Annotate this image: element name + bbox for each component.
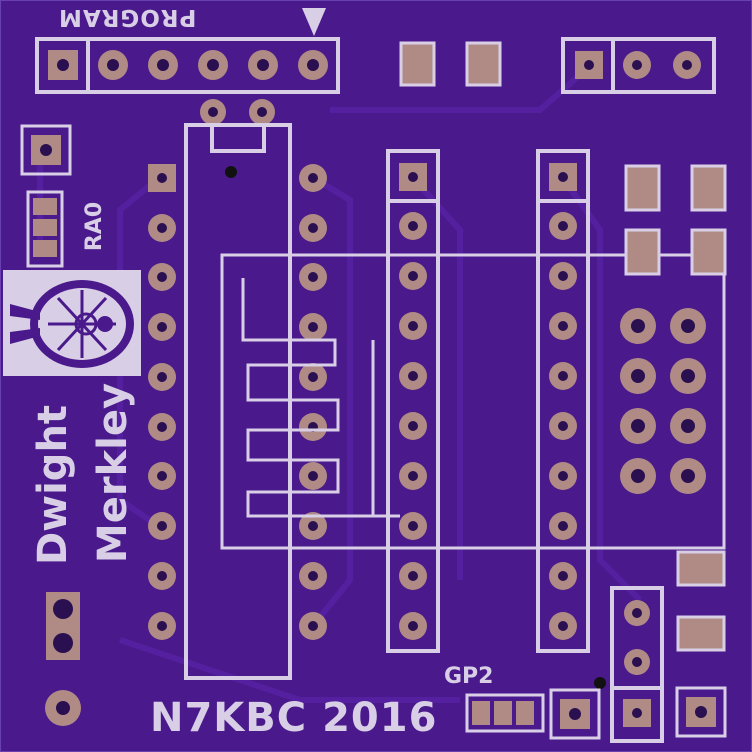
smd-pad-top-2 <box>465 41 502 87</box>
ic-notch <box>210 123 266 153</box>
bottom-single-pin-outline-2 <box>675 686 727 738</box>
marker-dot <box>594 677 606 689</box>
smd-pad-top-1 <box>399 41 436 87</box>
ic-right-pins <box>299 164 327 640</box>
program-header-outline <box>35 37 340 94</box>
header-column-2-pins <box>549 163 577 640</box>
smd-pads-right <box>624 164 727 276</box>
author-last-name: Merkley <box>90 382 137 564</box>
large-pads-grid <box>620 308 706 494</box>
copper-traces <box>37 63 643 703</box>
ra0-label: RA0 <box>82 201 108 252</box>
program-pin-1-hole <box>57 59 69 71</box>
smd-pad-lower-right-2 <box>676 615 726 652</box>
header-column-1-pins <box>399 163 427 640</box>
header-column-1-outline <box>386 149 440 653</box>
author-first-name: Dwight <box>30 404 77 566</box>
single-pin-outline <box>20 124 72 176</box>
gp2-jumper-outline <box>465 693 545 733</box>
bottom-single-pin-outline-1 <box>549 688 601 740</box>
smd-pad-lower-right-1 <box>676 550 726 587</box>
antenna-trace <box>241 278 400 518</box>
header-column-2-outline <box>536 149 590 653</box>
gp2-label: GP2 <box>444 664 494 689</box>
top-right-header-outline <box>561 37 716 94</box>
ic-pin1-dot <box>225 166 237 178</box>
footer-label: N7KBC 2016 <box>150 695 438 741</box>
ic-left-pins <box>148 164 176 640</box>
ra0-jumper-outline <box>26 190 64 268</box>
millennium-falcon-icon <box>3 270 141 376</box>
program-label: PROGRAM <box>58 4 197 30</box>
pin1-triangle-marker <box>302 8 326 36</box>
module-outline <box>220 253 726 550</box>
bottom-right-header-outline <box>610 586 664 743</box>
program-pins <box>98 50 328 80</box>
